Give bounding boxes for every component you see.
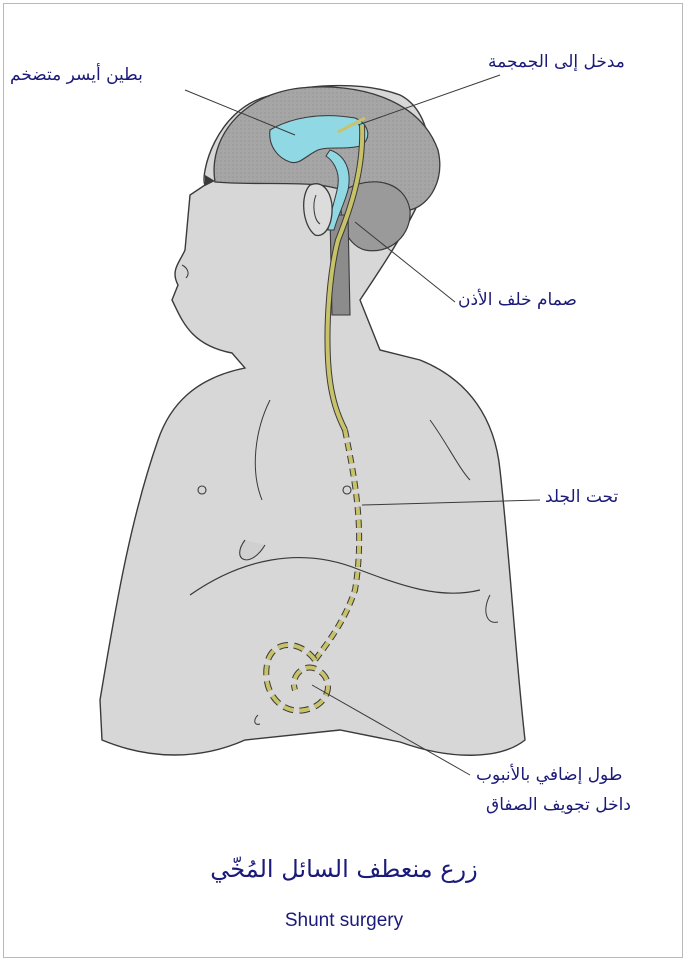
label-skull-entry: مدخل إلى الجمجمة [488, 52, 625, 72]
label-extra-length-2: داخل تجويف الصفاق [486, 795, 631, 815]
title-arabic: زرع منعطف السائل المُخّي [0, 855, 688, 883]
label-extra-length-1: طول إضافي بالأنبوب [476, 765, 622, 785]
label-ventricle: بطين أيسر متضخم [10, 65, 143, 85]
label-under-skin: تحت الجلد [545, 487, 618, 507]
title-english: Shunt surgery [0, 910, 688, 932]
label-valve: صمام خلف الأذن [458, 290, 577, 310]
